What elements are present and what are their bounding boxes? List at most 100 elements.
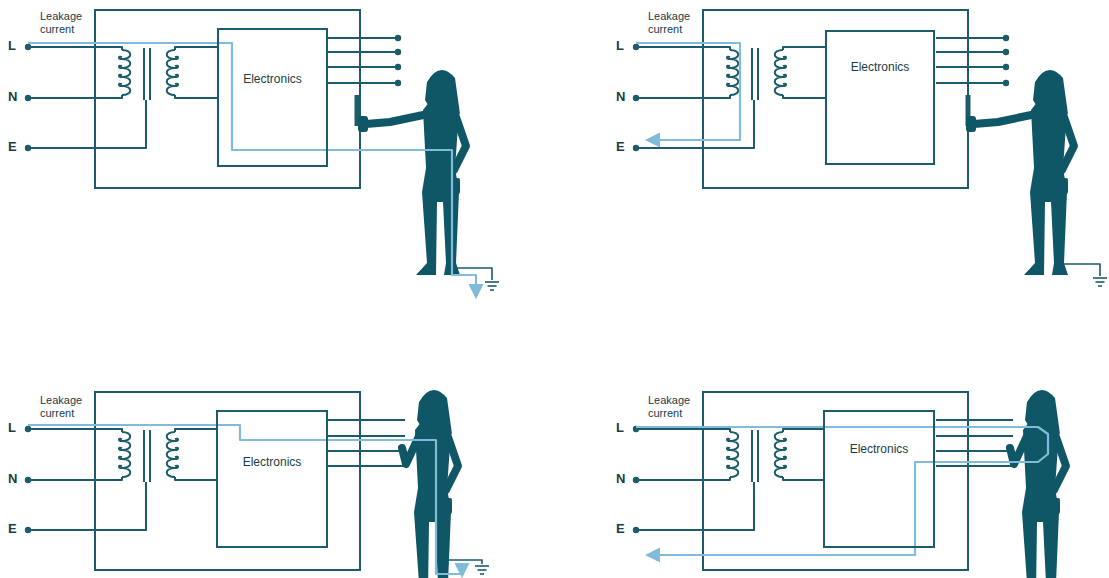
person-silhouette bbox=[966, 70, 1074, 275]
earth-wire bbox=[636, 482, 754, 530]
output-wire bbox=[328, 435, 405, 437]
appliance-housing bbox=[95, 392, 360, 570]
person-silhouette bbox=[402, 390, 458, 578]
coil-winding bbox=[167, 50, 178, 95]
transformer-core bbox=[143, 48, 145, 100]
terminal-dot bbox=[1003, 35, 1009, 41]
terminal-dot bbox=[395, 49, 401, 55]
transformer-core bbox=[751, 48, 753, 100]
supply-wire bbox=[636, 429, 730, 432]
transformer-core bbox=[149, 430, 151, 482]
output-wire bbox=[936, 66, 1006, 68]
output-wire bbox=[936, 51, 1006, 53]
output-wire bbox=[328, 37, 398, 39]
supply-wire bbox=[28, 47, 122, 50]
terminal-dot bbox=[395, 64, 401, 70]
box-label: Electronics bbox=[218, 455, 326, 469]
terminal-label: L bbox=[616, 421, 624, 436]
earth-wire bbox=[28, 482, 146, 530]
terminal-dot bbox=[395, 35, 401, 41]
terminal-dot bbox=[395, 80, 401, 86]
output-wire bbox=[936, 465, 1013, 467]
electronics-box: Electronics bbox=[216, 410, 328, 548]
panel-illustration bbox=[25, 390, 489, 578]
panel-illustration bbox=[633, 390, 1066, 578]
box-label: Electronics bbox=[825, 442, 933, 456]
coil-winding bbox=[727, 50, 738, 95]
output-wire bbox=[328, 465, 405, 467]
appliance-housing bbox=[95, 10, 360, 188]
output-wire bbox=[328, 450, 405, 452]
secondary-wire bbox=[783, 95, 825, 98]
output-wire bbox=[328, 82, 398, 84]
leakage-current-path bbox=[636, 427, 1048, 555]
current-label: Leakage current bbox=[40, 394, 96, 419]
secondary-wire bbox=[175, 477, 217, 480]
ground-wire bbox=[448, 560, 482, 564]
coil-winding bbox=[167, 432, 178, 477]
secondary-wire bbox=[175, 47, 217, 50]
electronics-box: Electronics bbox=[217, 28, 328, 167]
terminal-label: N bbox=[8, 90, 17, 105]
output-wire bbox=[328, 66, 398, 68]
terminal-label: N bbox=[616, 90, 625, 105]
transformer-core bbox=[757, 48, 759, 100]
terminal-label: E bbox=[8, 140, 17, 155]
terminal-label: L bbox=[8, 421, 16, 436]
output-wire bbox=[936, 450, 1013, 452]
secondary-wire bbox=[783, 429, 825, 432]
current-label: Leakage current bbox=[40, 10, 96, 35]
ground-wire bbox=[1060, 264, 1100, 276]
terminal-label: L bbox=[8, 39, 16, 54]
panel-illustration bbox=[633, 10, 1107, 286]
terminal-dot bbox=[1003, 49, 1009, 55]
transformer-core bbox=[149, 48, 151, 100]
output-wire bbox=[936, 82, 1006, 84]
transformer-core bbox=[757, 430, 759, 482]
terminal-label: E bbox=[616, 522, 625, 537]
ground-symbol bbox=[490, 289, 494, 291]
coil-winding bbox=[775, 50, 786, 95]
ground-symbol bbox=[485, 281, 499, 283]
person-silhouette bbox=[1010, 390, 1066, 578]
output-wire bbox=[936, 419, 1013, 421]
supply-wire bbox=[28, 95, 122, 98]
ground-symbol bbox=[1098, 285, 1102, 287]
secondary-wire bbox=[175, 95, 217, 98]
output-wire bbox=[936, 37, 1006, 39]
box-label: Electronics bbox=[827, 60, 933, 74]
terminal-label: L bbox=[616, 39, 624, 54]
secondary-wire bbox=[783, 47, 825, 50]
output-wire bbox=[328, 51, 398, 53]
appliance-housing bbox=[703, 10, 968, 188]
secondary-wire bbox=[783, 477, 825, 480]
current-label: Leakage current bbox=[648, 10, 704, 35]
electronics-box: Electronics bbox=[825, 30, 935, 165]
terminal-label: N bbox=[616, 472, 625, 487]
supply-wire bbox=[28, 429, 122, 432]
coil-winding bbox=[727, 432, 738, 477]
secondary-wire bbox=[175, 429, 217, 432]
supply-wire bbox=[636, 95, 730, 98]
supply-wire bbox=[636, 477, 730, 480]
ground-symbol bbox=[475, 565, 489, 567]
transformer-core bbox=[143, 430, 145, 482]
leakage-current-path bbox=[28, 43, 476, 296]
leakage-current-path bbox=[636, 43, 740, 140]
terminal-label: N bbox=[8, 472, 17, 487]
coil-winding bbox=[119, 50, 130, 95]
person-silhouette bbox=[358, 70, 466, 275]
ground-symbol bbox=[478, 569, 487, 571]
appliance-housing bbox=[703, 392, 968, 570]
coil-winding bbox=[119, 432, 130, 477]
electronics-box: Electronics bbox=[823, 410, 935, 548]
current-label: Leakage current bbox=[648, 394, 704, 419]
supply-wire bbox=[28, 477, 122, 480]
ground-symbol bbox=[480, 573, 484, 575]
ground-symbol bbox=[1093, 277, 1107, 279]
terminal-label: E bbox=[616, 140, 625, 155]
terminal-dot bbox=[1003, 80, 1009, 86]
supply-wire bbox=[636, 47, 730, 50]
